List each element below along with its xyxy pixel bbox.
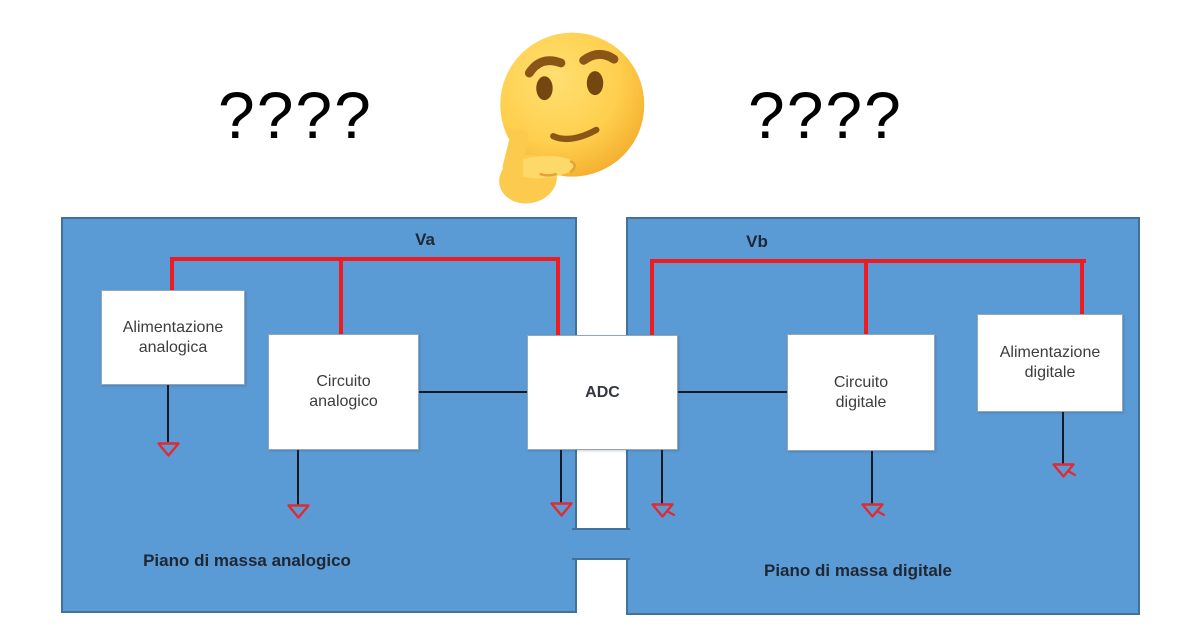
block-label: ADC <box>585 383 620 401</box>
ground-stub <box>661 450 663 504</box>
ground-icon-analog-supply <box>156 441 181 463</box>
block-circuito-analogico: Circuito analogico <box>268 334 419 450</box>
thinking-face-icon <box>499 32 645 204</box>
block-label: Alimentazione analogica <box>122 318 224 356</box>
vb-wire-horizontal <box>650 259 1086 263</box>
vb-drop-adc <box>650 259 654 338</box>
block-adc: ADC <box>527 335 678 450</box>
block-circuito-digitale: Circuito digitale <box>787 334 935 451</box>
ground-stub <box>297 450 299 505</box>
analog-plane-caption: Piano di massa analogico <box>143 551 351 570</box>
ground-stub <box>167 385 169 442</box>
block-alimentazione-analogica: Alimentazione analogica <box>101 290 245 385</box>
question-marks-right: ???? <box>748 78 903 152</box>
ground-icon-digital-circuit <box>860 502 887 524</box>
net-label-vb: Vb <box>746 232 768 251</box>
ground-stub <box>560 450 562 503</box>
va-drop-adc <box>556 257 560 338</box>
signal-line-analog-to-adc <box>417 391 529 393</box>
signal-line-adc-to-digital <box>676 391 789 393</box>
vb-drop-alimentazione <box>1080 259 1084 317</box>
ground-icon-digital-supply <box>1051 462 1078 484</box>
block-label: Circuito analogico <box>309 373 378 410</box>
net-label-va: Va <box>415 230 435 249</box>
va-drop-alimentazione <box>170 257 174 293</box>
ground-icon-analog-circuit <box>286 503 311 525</box>
thinking-emoji <box>495 25 647 207</box>
vb-drop-circuito <box>864 259 868 337</box>
ground-icon-adc-digital <box>650 502 677 524</box>
va-drop-circuito <box>339 257 343 337</box>
question-marks-left: ???? <box>218 78 373 152</box>
ground-stub <box>1062 412 1064 465</box>
ground-stub <box>871 451 873 504</box>
plane-bridge-connection <box>572 528 630 560</box>
ground-icon-adc-analog <box>549 501 574 523</box>
va-wire-horizontal <box>170 257 560 261</box>
digital-plane-caption: Piano di massa digitale <box>763 561 952 580</box>
block-alimentazione-digitale: Alimentazione digitale <box>977 314 1123 412</box>
block-label: Circuito digitale <box>833 373 889 411</box>
block-label: Alimentazione digitale <box>999 344 1101 381</box>
